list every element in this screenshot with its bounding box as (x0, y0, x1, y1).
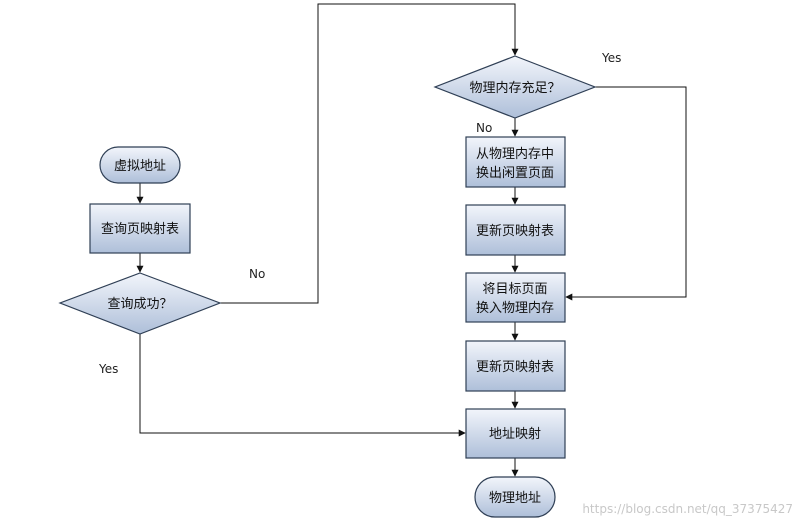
node-memory-sufficient: 物理内存充足？ (433, 55, 597, 119)
node-memory-sufficient-label: 物理内存充足？ (469, 80, 560, 96)
label-success-yes: Yes (98, 362, 118, 376)
label-memory-yes: Yes (601, 51, 621, 65)
node-lookup-page-table-label: 查询页映射表 (101, 221, 179, 237)
node-swap-out-idle-line2: 换出闲置页面 (476, 166, 554, 181)
node-swap-in-target: 将目标页面 换入物理内存 (465, 272, 566, 323)
node-address-mapping-label: 地址映射 (489, 426, 541, 442)
label-success-no: No (249, 267, 265, 281)
edge-success-no-to-memory (220, 3, 519, 304)
node-swap-in-target-line2: 换入物理内存 (476, 300, 554, 316)
node-update-table-1-label: 更新页映射表 (476, 223, 554, 239)
node-lookup-success: 查询成功？ (58, 272, 222, 335)
node-lookup-success-label: 查询成功？ (107, 297, 172, 312)
node-virtual-address: 虚拟地址 (99, 146, 181, 184)
node-address-mapping: 地址映射 (465, 408, 566, 459)
node-physical-address-label: 物理地址 (489, 491, 541, 506)
edge-labels: No Yes No Yes (98, 51, 621, 376)
edge-success-yes-to-mapping (139, 334, 466, 437)
nodes: 虚拟地址 查询页映射表 查询成功？ 物理内存充足？ 从物理内存中 换出闲置页面 … (58, 55, 597, 518)
node-physical-address: 物理地址 (474, 476, 556, 518)
label-memory-no: No (476, 121, 492, 135)
connectors (136, 3, 687, 477)
edge-memory-yes-to-swapin (565, 86, 687, 301)
node-swap-in-target-line1: 将目标页面 (482, 282, 547, 297)
node-swap-out-idle-line1: 从物理内存中 (476, 146, 554, 162)
node-update-table-2-label: 更新页映射表 (476, 359, 554, 375)
node-swap-out-idle: 从物理内存中 换出闲置页面 (465, 136, 566, 188)
node-lookup-page-table: 查询页映射表 (89, 203, 191, 254)
node-update-table-2: 更新页映射表 (465, 340, 566, 392)
node-virtual-address-label: 虚拟地址 (114, 159, 166, 174)
node-update-table-1: 更新页映射表 (465, 204, 566, 256)
watermark-text: https://blog.csdn.net/qq_37375427 (582, 502, 793, 516)
